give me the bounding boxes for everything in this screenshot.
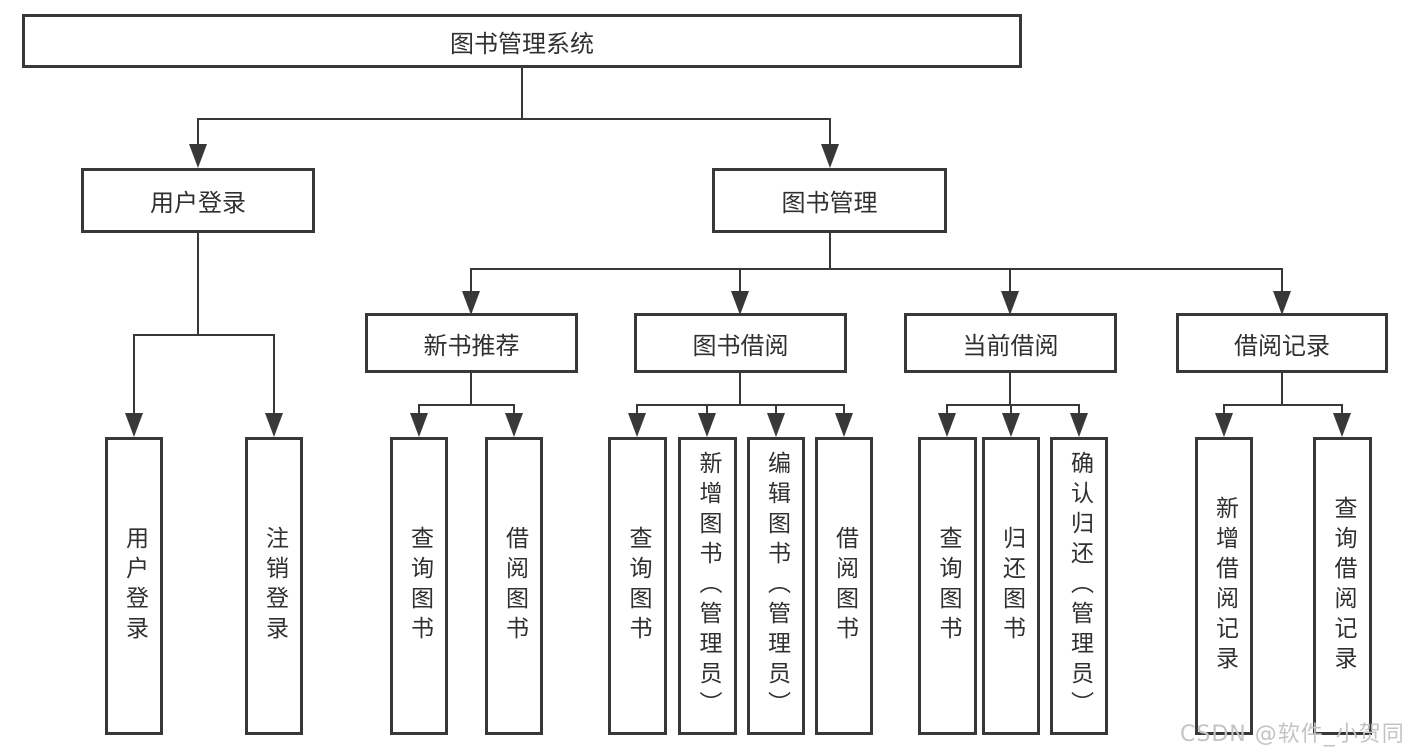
arrowhead-bor-edit — [767, 413, 785, 437]
node-user-login-label: 用户登录 — [150, 189, 246, 217]
leaf-user-login: 用户登录 — [105, 437, 163, 735]
leaf-logout-label: 注销登录 — [261, 526, 288, 646]
connector-drop-book-mgmt — [829, 118, 831, 146]
connector-drop-rec-borrow — [513, 404, 515, 415]
connector-book-mgmt-split — [470, 268, 1283, 270]
connector-drop-leaf-user-login — [133, 334, 135, 415]
connector-borrow-records-stub — [1281, 372, 1283, 406]
arrowhead-rec-borrow — [505, 413, 523, 437]
node-borrow-records: 借阅记录 — [1176, 313, 1388, 373]
leaf-rec-query-books-label: 查询图书 — [406, 526, 433, 646]
leaf-bor-add-books-admin-label: 新增图书（管理员） — [695, 451, 721, 721]
leaf-cur-return-books-label: 归还图书 — [998, 526, 1025, 646]
connector-drop-leaf-logout — [273, 334, 275, 415]
connector-drop-bor-query — [636, 404, 638, 415]
node-root-label: 图书管理系统 — [450, 29, 594, 58]
arrowhead-user-login — [189, 144, 207, 168]
leaf-recd-add-record-label: 新增借阅记录 — [1211, 496, 1238, 676]
connector-drop-bor-add — [706, 404, 708, 415]
connector-user-login-stub — [197, 232, 199, 336]
node-book-borrow-label: 图书借阅 — [692, 331, 789, 360]
node-new-book-rec-label: 新书推荐 — [423, 331, 520, 360]
leaf-cur-return-books: 归还图书 — [982, 437, 1040, 735]
arrowhead-new-book-rec — [462, 291, 480, 315]
connector-new-book-rec-stub — [470, 372, 472, 406]
node-book-mgmt: 图书管理 — [712, 168, 947, 233]
connector-current-borrow-stub — [1009, 372, 1011, 406]
arrowhead-bor-add — [698, 413, 716, 437]
arrowhead-cur-confirm — [1070, 413, 1088, 437]
leaf-recd-query-record-label: 查询借阅记录 — [1330, 496, 1356, 676]
node-book-mgmt-label: 图书管理 — [781, 189, 878, 217]
connector-drop-cur-query — [946, 404, 948, 415]
connector-book-borrow-split — [636, 404, 845, 406]
leaf-bor-edit-books-admin: 编辑图书（管理员） — [747, 437, 805, 735]
connector-root-stub — [521, 67, 523, 120]
arrowhead-bor-borrow — [835, 413, 853, 437]
connector-drop-cur-return — [1010, 404, 1012, 415]
connector-new-book-rec-split — [418, 404, 515, 406]
leaf-rec-borrow-books: 借阅图书 — [485, 437, 543, 735]
csdn-watermark: CSDN @软件_小贺同学 — [1180, 722, 1405, 747]
leaf-bor-edit-books-admin-label: 编辑图书（管理员） — [763, 451, 790, 721]
connector-drop-new-book-rec — [470, 268, 472, 293]
arrowhead-bor-query — [628, 413, 646, 437]
leaf-cur-confirm-return-admin-label: 确认归还（管理员） — [1066, 451, 1093, 721]
leaf-recd-add-record: 新增借阅记录 — [1195, 437, 1253, 735]
node-current-borrow-label: 当前借阅 — [962, 331, 1059, 360]
arrowhead-recd-query — [1333, 413, 1351, 437]
node-user-login: 用户登录 — [81, 168, 315, 233]
connector-drop-bor-edit — [775, 404, 777, 415]
connector-user-login-split — [133, 334, 275, 336]
node-book-borrow: 图书借阅 — [634, 313, 847, 373]
leaf-recd-query-record: 查询借阅记录 — [1313, 437, 1372, 735]
connector-drop-user-login — [197, 118, 199, 146]
leaf-cur-confirm-return-admin: 确认归还（管理员） — [1050, 437, 1108, 735]
leaf-rec-query-books: 查询图书 — [390, 437, 448, 735]
connector-drop-borrow-records — [1281, 268, 1283, 293]
leaf-cur-query-books: 查询图书 — [918, 437, 977, 735]
leaf-bor-borrow-books-label: 借阅图书 — [831, 526, 858, 646]
connector-root-split — [197, 118, 831, 120]
connector-borrow-records-split — [1223, 404, 1343, 406]
arrowhead-rec-query — [410, 413, 428, 437]
connector-drop-bor-borrow — [843, 404, 845, 415]
leaf-bor-query-books: 查询图书 — [608, 437, 667, 735]
leaf-bor-query-books-label: 查询图书 — [625, 526, 651, 646]
connector-drop-recd-query — [1341, 404, 1343, 415]
leaf-rec-borrow-books-label: 借阅图书 — [501, 526, 528, 646]
arrowhead-current-borrow — [1001, 291, 1019, 315]
arrowhead-book-mgmt — [821, 144, 839, 168]
connector-book-borrow-stub — [739, 372, 741, 406]
arrowhead-leaf-logout — [265, 413, 283, 437]
leaf-user-login-label: 用户登录 — [121, 526, 148, 646]
connector-drop-current-borrow — [1009, 268, 1011, 293]
node-root: 图书管理系统 — [22, 14, 1022, 68]
leaf-bor-borrow-books: 借阅图书 — [815, 437, 873, 735]
leaf-logout: 注销登录 — [245, 437, 303, 735]
connector-drop-book-borrow — [739, 268, 741, 293]
node-new-book-rec: 新书推荐 — [365, 313, 578, 373]
arrowhead-recd-add — [1215, 413, 1233, 437]
leaf-cur-query-books-label: 查询图书 — [935, 526, 961, 646]
arrowhead-borrow-records — [1273, 291, 1291, 315]
connector-book-mgmt-stub — [829, 232, 831, 270]
connector-current-borrow-split — [946, 404, 1080, 406]
arrowhead-cur-query — [938, 413, 956, 437]
arrowhead-leaf-user-login — [125, 413, 143, 437]
connector-drop-recd-add — [1223, 404, 1225, 415]
connector-drop-rec-query — [418, 404, 420, 415]
arrowhead-book-borrow — [731, 291, 749, 315]
arrowhead-cur-return — [1002, 413, 1020, 437]
node-borrow-records-label: 借阅记录 — [1234, 331, 1330, 360]
node-current-borrow: 当前借阅 — [904, 313, 1117, 373]
leaf-bor-add-books-admin: 新增图书（管理员） — [678, 437, 737, 735]
connector-drop-cur-confirm — [1078, 404, 1080, 415]
